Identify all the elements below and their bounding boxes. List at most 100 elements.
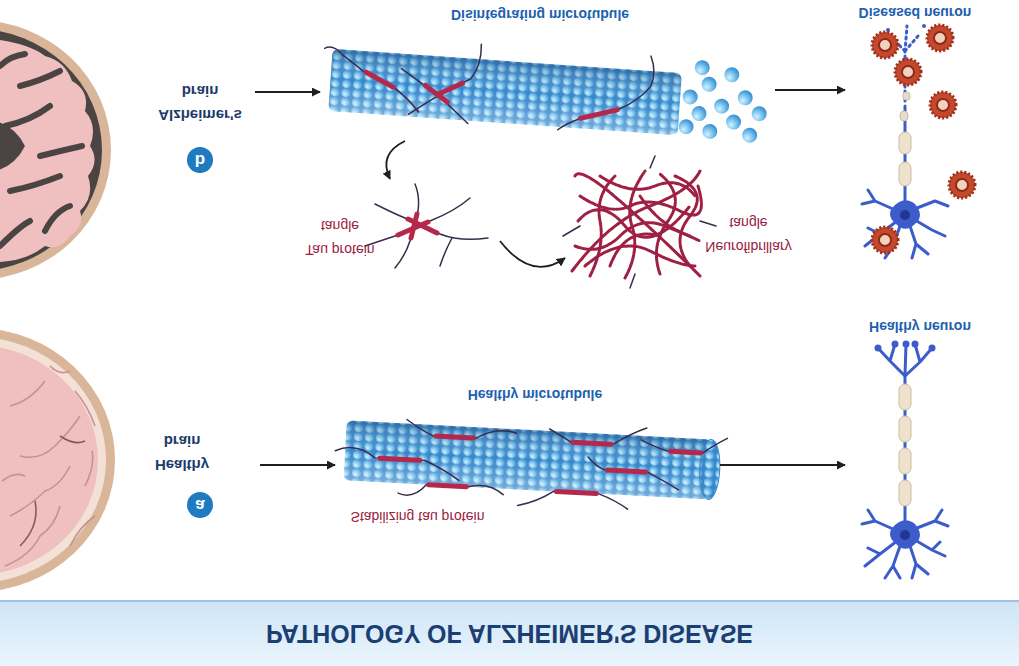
healthy-neuron-part bbox=[892, 341, 899, 348]
healthy-neuron-part bbox=[903, 341, 910, 348]
disintegrating-microtubule-part bbox=[724, 67, 740, 83]
disintegrating-microtubule-part bbox=[328, 49, 681, 135]
flow-arrow bbox=[500, 241, 565, 267]
healthy-microtubule-part bbox=[344, 420, 712, 499]
healthy-microtubule-part bbox=[334, 447, 460, 481]
disintegrating-microtubule-part bbox=[440, 81, 463, 95]
neurofibrillary-tangle bbox=[563, 156, 716, 288]
flow-arrow bbox=[386, 141, 405, 179]
disintegrating-microtubule-part bbox=[398, 69, 471, 124]
neuron-panel: Diseased neuron bbox=[845, 2, 1000, 274]
neurofibrillary-tangle-part bbox=[610, 234, 660, 266]
disintegrating-microtubule-part bbox=[751, 106, 767, 122]
diseased-neuron-part bbox=[895, 59, 921, 85]
disintegrating-microtubule-part bbox=[678, 119, 694, 135]
alzheimers-brain-part bbox=[0, 29, 102, 271]
diseased-neuron-part bbox=[900, 111, 908, 121]
neurofibrillary-tangle-part bbox=[575, 174, 700, 276]
tau-tangle-part bbox=[408, 219, 437, 233]
node-label: Neurofibrillary tangle bbox=[696, 211, 801, 259]
healthy-microtubule-part bbox=[573, 442, 611, 444]
node-label: Stabilizing tau protein bbox=[335, 505, 500, 529]
neurofibrillary-tangle-part bbox=[640, 196, 690, 236]
healthy-neuron-part bbox=[899, 448, 911, 474]
healthy-neuron-part bbox=[890, 520, 920, 549]
node-label: Healthy brain bbox=[142, 429, 222, 477]
disintegrating-microtubule-part bbox=[691, 106, 707, 122]
healthy-brain-part bbox=[0, 328, 115, 592]
diseased-neuron-part bbox=[872, 227, 898, 253]
disintegrating-microtubule-part bbox=[737, 90, 753, 106]
healthy-brain-part bbox=[0, 337, 106, 583]
tau-tangle-part bbox=[395, 184, 419, 268]
brain-panel: Alzheimer's brain b bbox=[0, 10, 255, 280]
disintegrating-microtubule-part bbox=[321, 47, 423, 112]
node-label: Healthy microtubule bbox=[435, 386, 635, 404]
healthy-microtubule-part bbox=[608, 470, 646, 472]
brain-panel: Healthy brain a bbox=[0, 330, 260, 590]
flow-arrow bbox=[720, 464, 845, 466]
tau-tangle-part bbox=[375, 204, 488, 239]
diseased-neuron-part bbox=[922, 24, 926, 28]
healthy-microtubule-part bbox=[406, 420, 517, 441]
neuron-panel: Healthy neuron bbox=[845, 314, 1000, 586]
healthy-microtubule-part bbox=[671, 451, 701, 453]
diseased-neuron bbox=[862, 24, 975, 258]
panel-badge: a bbox=[187, 492, 213, 518]
title-band: PATHOLOGY OF ALZHEIMER'S DISEASE bbox=[0, 600, 1019, 666]
disintegrating-microtubule-part bbox=[702, 123, 718, 139]
healthy-microtubule-part bbox=[549, 423, 647, 446]
tau-tangle-part bbox=[365, 198, 470, 246]
healthy-neuron-part bbox=[875, 345, 882, 352]
healthy-brain-part bbox=[0, 345, 98, 575]
healthy-microtubule-part bbox=[587, 457, 680, 490]
healthy-microtubule-part bbox=[398, 481, 504, 500]
disintegrating-microtubule-part bbox=[328, 49, 681, 135]
healthy-brain-part bbox=[20, 436, 85, 546]
healthy-neuron-part bbox=[899, 480, 911, 506]
diseased-neuron-part bbox=[890, 200, 920, 229]
healthy-brain bbox=[0, 328, 115, 592]
node-label: Tau protein tangle bbox=[295, 214, 385, 262]
diseased-neuron-part bbox=[903, 92, 910, 100]
diagram-title: PATHOLOGY OF ALZHEIMER'S DISEASE bbox=[0, 619, 1019, 649]
disintegrating-microtubule-part bbox=[365, 72, 394, 87]
badge-letter: a bbox=[187, 492, 213, 518]
healthy-microtubule-part bbox=[436, 436, 473, 438]
panel-badge: b bbox=[187, 147, 213, 173]
node-label: Diseased neuron bbox=[850, 4, 980, 22]
healthy-neuron-part bbox=[929, 345, 936, 352]
flow-arrow bbox=[260, 464, 335, 466]
neurofibrillary-tangle-part bbox=[578, 206, 690, 237]
tangle-panel: Neurofibrillary tangle bbox=[565, 166, 810, 281]
alzheimers-brain-part bbox=[0, 38, 95, 262]
healthy-microtubule-part bbox=[518, 489, 629, 511]
microtubule-panel: Disintegrating microtubule bbox=[320, 1, 775, 141]
healthy-microtubule-part bbox=[344, 420, 712, 499]
tau-tangle-part bbox=[411, 214, 417, 238]
tau-tangle-part bbox=[440, 238, 452, 266]
disintegrating-microtubule-part bbox=[694, 60, 710, 76]
disintegrating-microtubule-part bbox=[580, 107, 617, 120]
tau-tangle bbox=[365, 184, 488, 268]
healthy-brain-part bbox=[2, 366, 95, 566]
disintegrating-microtubule-part bbox=[714, 98, 730, 114]
healthy-microtubule-part bbox=[556, 491, 596, 493]
diseased-neuron-part bbox=[930, 92, 956, 118]
disintegrating-microtubule bbox=[320, 33, 770, 144]
healthy-microtubule-part bbox=[641, 434, 728, 454]
diseased-neuron-part bbox=[899, 162, 911, 186]
alzheimers-brain-part bbox=[0, 20, 111, 280]
healthy-neuron-part bbox=[912, 341, 919, 348]
diseased-neuron-part bbox=[900, 210, 910, 220]
alzheimers-brain-part bbox=[0, 121, 25, 171]
healthy-neuron-part bbox=[899, 384, 911, 410]
diseased-neuron-part bbox=[872, 32, 898, 58]
healthy-microtubule-part bbox=[429, 485, 467, 487]
node-label: Alzheimer's brain bbox=[150, 79, 250, 127]
disintegrating-microtubule-part bbox=[682, 89, 698, 105]
